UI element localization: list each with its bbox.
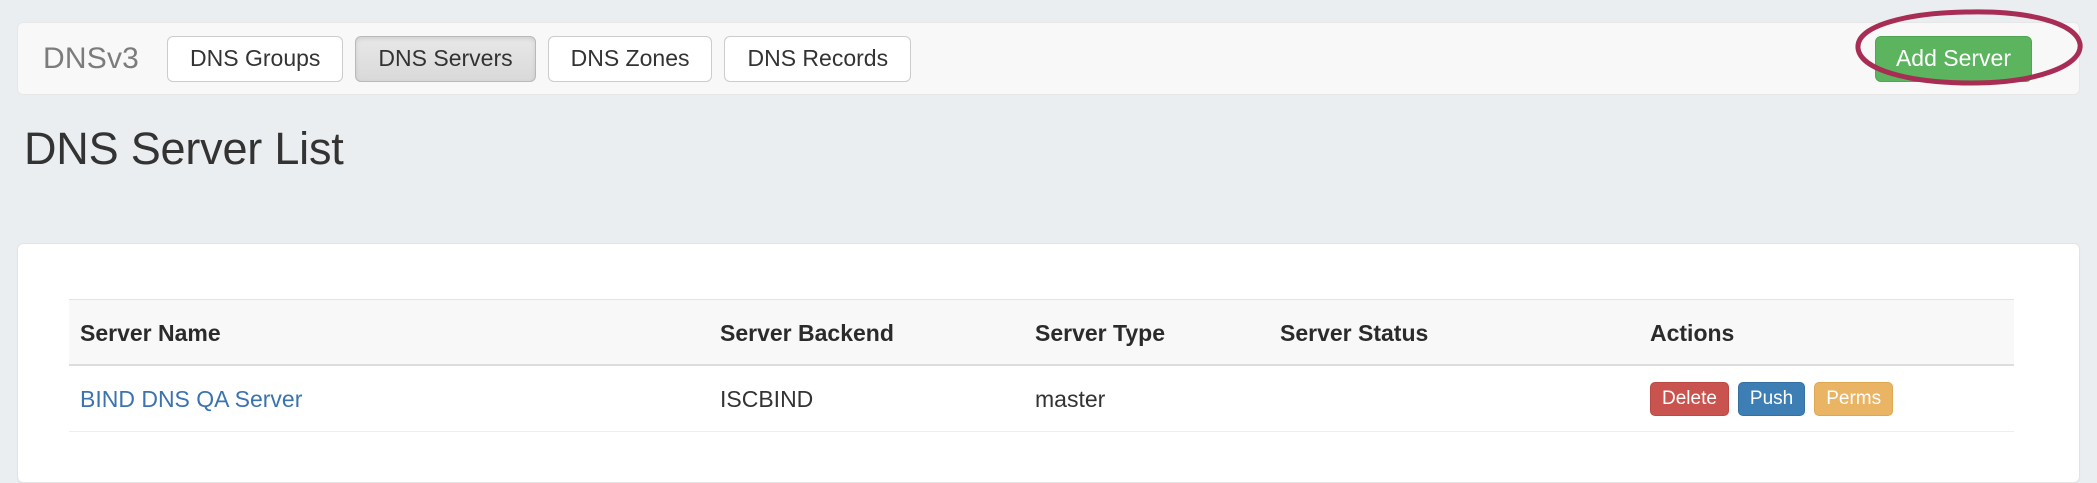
table-body: BIND DNS QA Server ISCBIND master Delete… (69, 365, 2014, 432)
content-panel: Server Name Server Backend Server Type S… (17, 243, 2080, 483)
table-row: BIND DNS QA Server ISCBIND master Delete… (69, 365, 2014, 432)
cell-server-name: BIND DNS QA Server (69, 365, 709, 432)
column-header-server-name[interactable]: Server Name (69, 299, 709, 366)
column-header-server-status[interactable]: Server Status (1269, 299, 1639, 366)
add-server-button[interactable]: Add Server (1874, 35, 2032, 82)
perms-button[interactable]: Perms (1814, 382, 1894, 416)
column-header-server-type[interactable]: Server Type (1024, 299, 1269, 366)
server-name-link[interactable]: BIND DNS QA Server (80, 385, 303, 412)
brand-logo[interactable]: DNSv3 (43, 41, 140, 75)
cell-server-type: master (1024, 365, 1269, 432)
nav-button-group: DNS Groups DNS Servers DNS Zones DNS Rec… (167, 35, 912, 82)
nav-button-dns-zones[interactable]: DNS Zones (547, 35, 713, 82)
table-header: Server Name Server Backend Server Type S… (69, 299, 2014, 366)
cell-server-backend: ISCBIND (709, 365, 1024, 432)
cell-server-status (1269, 365, 1639, 432)
table-header-row: Server Name Server Backend Server Type S… (69, 299, 2014, 366)
page-title: DNS Server List (24, 123, 344, 174)
action-button-group: Delete Push Perms (1650, 382, 2014, 416)
push-button[interactable]: Push (1737, 382, 1806, 416)
nav-button-dns-servers[interactable]: DNS Servers (355, 35, 536, 82)
dns-server-table: Server Name Server Backend Server Type S… (69, 299, 2014, 432)
cell-actions: Delete Push Perms (1639, 365, 2014, 432)
column-header-actions[interactable]: Actions (1639, 299, 2014, 366)
nav-button-dns-records[interactable]: DNS Records (724, 35, 912, 82)
nav-button-dns-groups[interactable]: DNS Groups (167, 35, 344, 82)
add-server-container: Add Server (1874, 35, 2032, 82)
column-header-server-backend[interactable]: Server Backend (709, 299, 1024, 366)
top-navbar: DNSv3 DNS Groups DNS Servers DNS Zones D… (17, 22, 2080, 95)
delete-button[interactable]: Delete (1650, 382, 1729, 416)
